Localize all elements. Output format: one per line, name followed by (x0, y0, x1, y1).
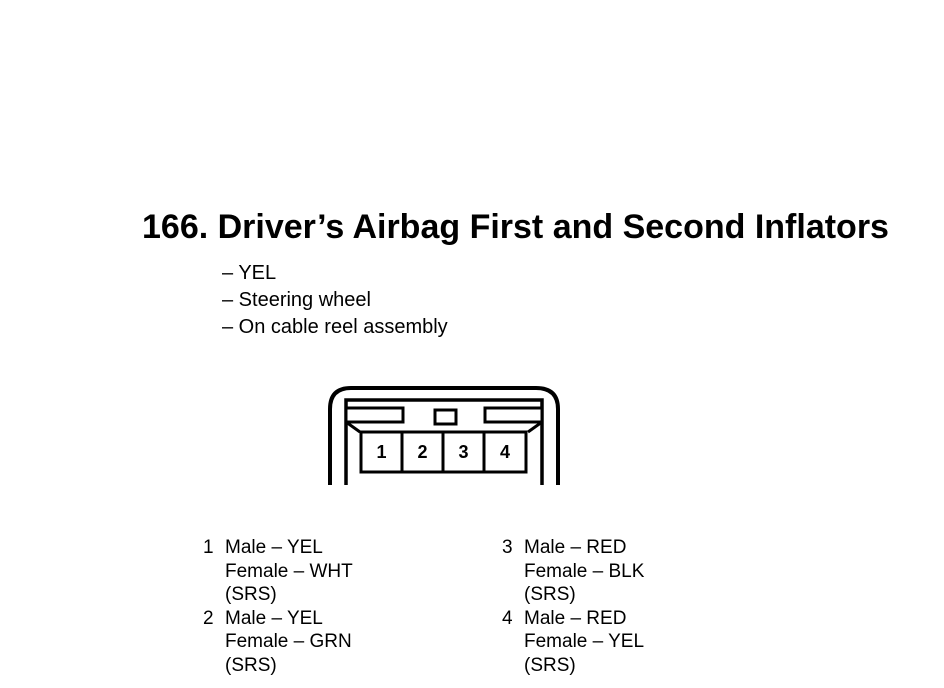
pin-male-color: Male – RED (524, 537, 627, 558)
pin-male-color: Male – RED (524, 607, 627, 629)
connector-diagram: 1 2 3 4 (328, 386, 560, 485)
pin-female-color: Female – YEL (524, 631, 645, 652)
connector-details: – YEL – Steering wheel – On cable reel a… (222, 260, 448, 341)
pin-female-color: Female – WHT (225, 560, 353, 582)
pin-circuit: (SRS) (524, 654, 576, 676)
pin-cavity (359, 430, 404, 474)
pin-entry: 1 Male – YEL Female – WHT (SRS) (203, 536, 353, 607)
pin-label: 2 (417, 442, 427, 462)
connector-right-tab (483, 406, 544, 424)
pin-circuit: (SRS) (524, 584, 576, 605)
pin-entry: 2 Male – YEL Female – GRN (SRS) (203, 607, 353, 678)
pin-cavity (482, 430, 528, 474)
pin-male-color: Male – YEL (225, 607, 323, 629)
pin-cavity (400, 430, 445, 474)
pin-label: 4 (500, 442, 510, 462)
pin-number: 2 (203, 607, 214, 629)
pin-label: 1 (376, 442, 386, 462)
pin-entry: 4 Male – RED Female – YEL (SRS) (502, 607, 644, 678)
pin-circuit: (SRS) (225, 584, 277, 605)
connector-left-tab (344, 406, 405, 424)
pin-female-color: Female – GRN (225, 631, 352, 652)
pin-number: 4 (502, 607, 513, 629)
detail-mounting: – On cable reel assembly (222, 316, 448, 338)
pin-list-right: 3 Male – RED Female – BLK (SRS) 4 Male –… (502, 536, 644, 677)
pin-circuit: (SRS) (225, 654, 277, 676)
detail-location: – Steering wheel (222, 289, 371, 311)
pin-male-color: Male – YEL (225, 537, 323, 558)
connector-lock-tab (433, 408, 458, 426)
pin-number: 1 (203, 537, 214, 558)
pin-entry: 3 Male – RED Female – BLK (SRS) (502, 536, 644, 607)
connector-housing (328, 386, 560, 485)
pin-number: 3 (502, 537, 513, 558)
detail-color: – YEL (222, 262, 277, 284)
page-title: 166. Driver’s Airbag First and Second In… (142, 208, 889, 246)
pin-label: 3 (458, 442, 468, 462)
pin-female-color: Female – BLK (524, 560, 645, 582)
pin-list-left: 1 Male – YEL Female – WHT (SRS) 2 Male –… (203, 536, 353, 677)
connector-inner-outline (344, 398, 544, 485)
